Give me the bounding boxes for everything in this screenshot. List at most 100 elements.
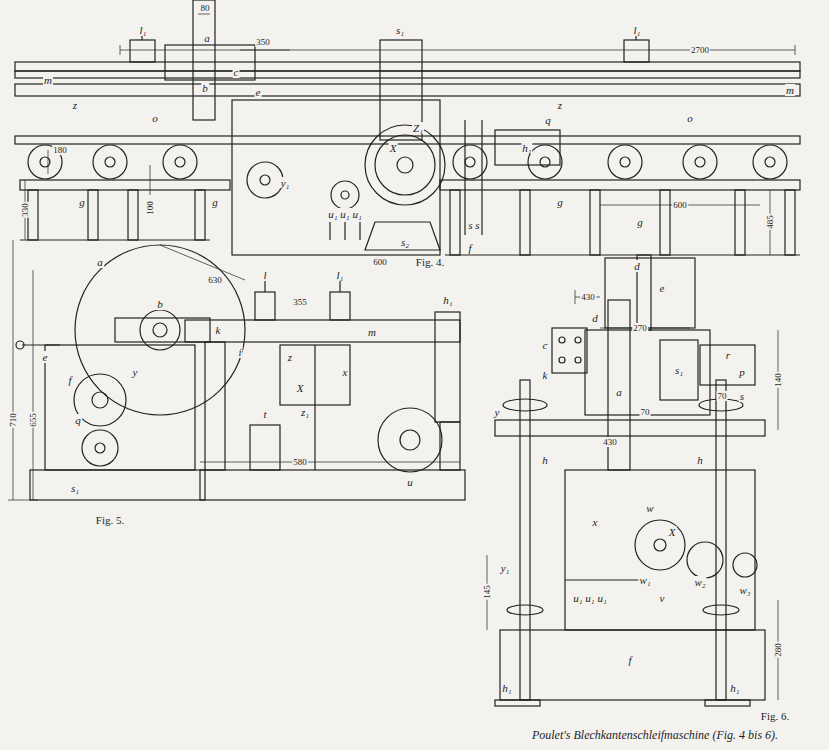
part-letter: b: [156, 298, 164, 310]
dimension-label: 70: [640, 407, 651, 417]
part-letter: b: [201, 82, 209, 94]
dimension-label: 430: [602, 437, 618, 447]
part-letter: s: [739, 390, 745, 402]
dimension-label: 600: [372, 257, 388, 267]
part-letter: l₁: [139, 24, 148, 36]
part-letter: h₁: [442, 294, 453, 306]
part-letter: l: [262, 269, 267, 281]
part-letter: e: [255, 86, 262, 98]
part-letter: u₁ u₁ u₁: [327, 208, 362, 220]
part-letter: m: [43, 74, 53, 86]
part-letter: i: [237, 346, 242, 358]
part-letter: z: [557, 99, 563, 111]
part-letter: s₁: [70, 482, 80, 494]
part-letter: h: [541, 454, 549, 466]
fig6-front-view: [487, 255, 778, 706]
dimension-label: 180: [52, 145, 68, 155]
fig5-end-view: [8, 240, 465, 500]
part-letter: f: [627, 654, 632, 666]
dimension-label: 350: [255, 37, 271, 47]
figure-label: Fig. 6.: [760, 710, 790, 722]
part-letter: y₁: [280, 177, 291, 189]
part-letter: c: [233, 66, 240, 78]
part-letter: h: [696, 454, 704, 466]
part-letter: a: [203, 32, 211, 44]
dimension-label: 710: [8, 412, 18, 428]
part-letter: f: [67, 374, 72, 386]
part-letter: z: [72, 99, 78, 111]
dimension-label: 280: [773, 642, 783, 658]
dimension-label: 330: [20, 202, 30, 218]
fig4-side-elevation: [15, 0, 800, 255]
part-letter: g: [211, 196, 219, 208]
part-letter: w₁: [638, 574, 651, 586]
figure-caption: Poulet's Blechkantenschleifmaschine (Fig…: [530, 728, 780, 743]
part-letter: w: [645, 502, 654, 514]
part-letter: w₃: [738, 584, 751, 596]
part-letter: r: [725, 349, 731, 361]
part-letter: s₂: [400, 236, 410, 248]
part-letter: e: [42, 351, 49, 363]
dimension-label: 485: [765, 214, 775, 230]
dimension-label: 140: [773, 372, 783, 388]
part-letter: t: [262, 408, 267, 420]
part-letter: l₁: [633, 24, 642, 36]
part-letter: z₁: [300, 406, 310, 418]
dimension-label: 100: [145, 200, 155, 216]
part-letter: s₁: [395, 24, 405, 36]
part-letter: g: [636, 216, 644, 228]
part-letter: y₁: [500, 562, 511, 574]
dimension-label: 430: [580, 292, 596, 302]
part-letter: x: [592, 516, 599, 528]
dimension-label: 655: [28, 412, 38, 428]
figure-label: Fig. 4.: [415, 256, 445, 268]
part-letter: s s: [467, 219, 480, 231]
part-letter: q: [74, 414, 82, 426]
part-letter: d: [591, 312, 599, 324]
part-letter: f: [467, 242, 472, 254]
dimension-label: 580: [292, 457, 308, 467]
part-letter: h₁: [501, 682, 512, 694]
part-letter: s₁: [674, 364, 684, 376]
dimension-label: 355: [292, 297, 308, 307]
part-letter: x: [342, 366, 349, 378]
part-letter: m: [367, 326, 377, 338]
dimension-label: 70: [717, 391, 728, 401]
part-letter: y: [494, 406, 501, 418]
figure-label: Fig. 5.: [95, 514, 125, 526]
part-letter: a: [96, 256, 104, 268]
part-letter: p: [738, 366, 746, 378]
part-letter: w₂: [693, 576, 706, 588]
part-letter: d: [633, 260, 641, 272]
part-letter: c: [542, 339, 549, 351]
part-letter: e: [659, 282, 666, 294]
part-letter: m: [785, 84, 795, 96]
part-letter: k: [215, 324, 222, 336]
part-letter: h₁: [729, 682, 740, 694]
part-letter: q: [544, 114, 552, 126]
part-letter: o: [151, 112, 159, 124]
dimension-label: 145: [482, 584, 492, 600]
part-letter: X: [668, 526, 677, 538]
part-letter: y: [132, 366, 139, 378]
dimension-label: 80: [200, 3, 211, 13]
part-letter: g: [78, 196, 86, 208]
part-letter: v: [659, 592, 666, 604]
part-letter: g: [556, 196, 564, 208]
part-letter: h₁: [521, 142, 532, 154]
part-letter: u₁ u₁ u₁: [572, 592, 607, 604]
part-letter: l₁: [336, 269, 345, 281]
part-letter: X: [389, 142, 398, 154]
part-letter: X: [296, 382, 305, 394]
part-letter: Z₁: [412, 122, 424, 134]
part-letter: a: [615, 386, 623, 398]
part-letter: k: [542, 369, 549, 381]
dimension-label: 600: [672, 200, 688, 210]
dimension-label: 2700: [690, 45, 710, 55]
dimension-label: 630: [207, 275, 223, 285]
part-letter: o: [686, 112, 694, 124]
part-letter: z: [287, 351, 293, 363]
dimension-label: 270: [632, 323, 648, 333]
